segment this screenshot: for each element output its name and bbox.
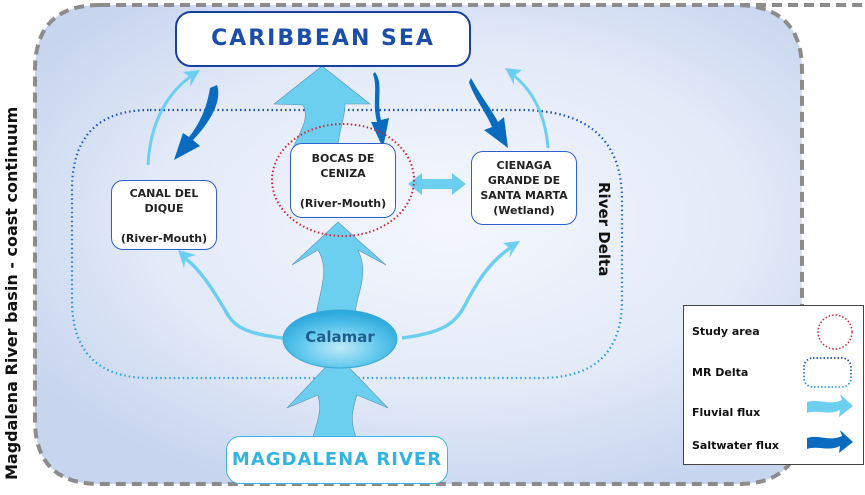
calamar-hub (282, 309, 398, 369)
river-delta-label: River Delta (595, 182, 613, 277)
caribbean-sea-label: CARIBBEAN SEA (211, 26, 435, 51)
fluvial-arrow-river-to-calamar (286, 354, 389, 438)
legend-mr-delta-symbol (803, 357, 852, 388)
node-cienaga-grande: CIENAGA GRANDE DE SANTA MARTA (Wetland) (471, 151, 577, 225)
node-line: DIQUE (144, 202, 184, 215)
legend: Study area MR Delta Fluvial flux Saltwat… (683, 305, 864, 465)
calamar-label: Calamar (305, 328, 375, 346)
fluvial-arrowhead-cienaga-sea (505, 68, 522, 85)
saltwater-arrow-sea-to-cienaga (469, 78, 508, 148)
magdalena-river-box: MAGDALENA RIVER (226, 436, 448, 484)
node-line: CANAL DEL (129, 187, 199, 200)
fluvial-arrowhead-canal-sea (183, 70, 200, 87)
legend-label-saltwater-flux: Saltwater flux (692, 439, 780, 452)
legend-symbols (803, 314, 853, 453)
legend-study-area-symbol (817, 314, 853, 350)
saltwater-arrow-sea-to-canal (174, 85, 219, 160)
node-line: CENIZA (320, 167, 366, 180)
fluvial-arrow-calamar-to-bocas (291, 221, 387, 316)
node-line: CIENAGA (496, 159, 552, 172)
fluvial-arrowhead-cienaga (503, 241, 520, 258)
node-line: (River-Mouth) (299, 197, 387, 210)
node-line: GRANDE DE (487, 174, 561, 187)
basin-continuum-label: Magdalena River basin - coast continuum (2, 106, 21, 480)
fluvial-arrow-calamar-to-cienaga (401, 246, 512, 340)
legend-saltwater-flux-symbol (807, 430, 853, 453)
fluvial-bidirectional-arrow (408, 173, 466, 195)
node-canal-del-dique: CANAL DEL DIQUE (River-Mouth) (111, 180, 217, 250)
fluvial-arrowhead-canal (178, 250, 196, 268)
legend-label-fluvial-flux: Fluvial flux (692, 406, 761, 419)
node-line: SANTA MARTA (480, 189, 568, 202)
legend-label-study-area: Study area (692, 325, 760, 338)
fluvial-arrow-calamar-to-canal (183, 256, 291, 341)
legend-label-mr-delta: MR Delta (692, 366, 749, 379)
fluvial-arrow-cienaga-to-sea (511, 72, 550, 149)
caribbean-sea-box: CARIBBEAN SEA (175, 11, 471, 67)
study-area-circle (271, 123, 415, 237)
magdalena-river-label: MAGDALENA RIVER (231, 449, 443, 470)
fluvial-arrow-bocas-to-sea (273, 65, 371, 149)
node-line: (Wetland) (493, 204, 555, 217)
saltwater-arrow-sea-to-bocas (371, 72, 389, 148)
node-bocas-de-ceniza: BOCAS DE CENIZA (River-Mouth) (290, 143, 396, 218)
basin-outline (33, 3, 865, 486)
node-line: (River-Mouth) (120, 232, 208, 245)
node-line: BOCAS DE (311, 152, 375, 165)
legend-fluvial-flux-symbol (807, 394, 853, 417)
fluvial-arrow-canal-to-sea (146, 73, 194, 166)
